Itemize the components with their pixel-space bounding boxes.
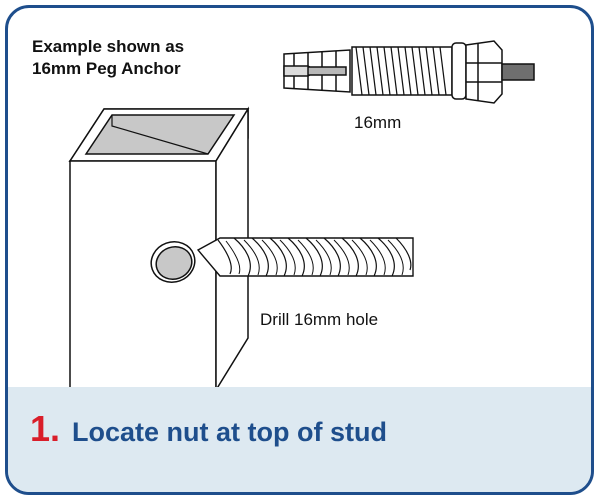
step-text: Locate nut at top of stud: [72, 417, 388, 447]
stud-illustration: [68, 106, 250, 388]
caption-line-1: Example shown as: [32, 37, 185, 56]
caption-line-2: 16mm Peg Anchor: [32, 59, 181, 79]
drill-bit-illustration: [196, 237, 414, 277]
anchor-size-label: 16mm: [354, 113, 402, 132]
step-heading: 1. Locate nut at top of stud: [30, 408, 387, 450]
diagram-svg: [68, 40, 535, 388]
step-banner: 1. Locate nut at top of stud: [8, 387, 591, 492]
peg-anchor-illustration: [283, 40, 535, 104]
example-caption: Example shown as 16mm Peg Anchor: [32, 36, 184, 81]
step-number: 1.: [30, 408, 61, 449]
instruction-card: Example shown as 16mm Peg Anchor 16mm Dr…: [5, 5, 594, 495]
drill-hole-label: Drill 16mm hole: [260, 310, 379, 329]
